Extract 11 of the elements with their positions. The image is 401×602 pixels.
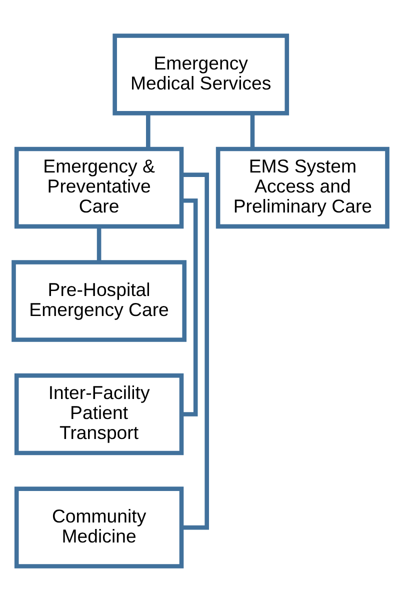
node-box: Inter-Facility Patient Transport	[14, 373, 184, 456]
node-box: Emergency & Preventative Care	[14, 146, 184, 229]
connector	[182, 198, 198, 416]
node-box: Community Medicine	[14, 486, 184, 568]
node-box: EMS System Access and Preliminary Care	[216, 146, 390, 229]
connector	[96, 226, 102, 262]
connector	[250, 113, 255, 149]
node-box: Emergency Medical Services	[112, 34, 290, 116]
node-box: Pre-Hospital Emergency Care	[12, 260, 187, 342]
connector	[182, 172, 209, 530]
connector	[146, 113, 150, 149]
